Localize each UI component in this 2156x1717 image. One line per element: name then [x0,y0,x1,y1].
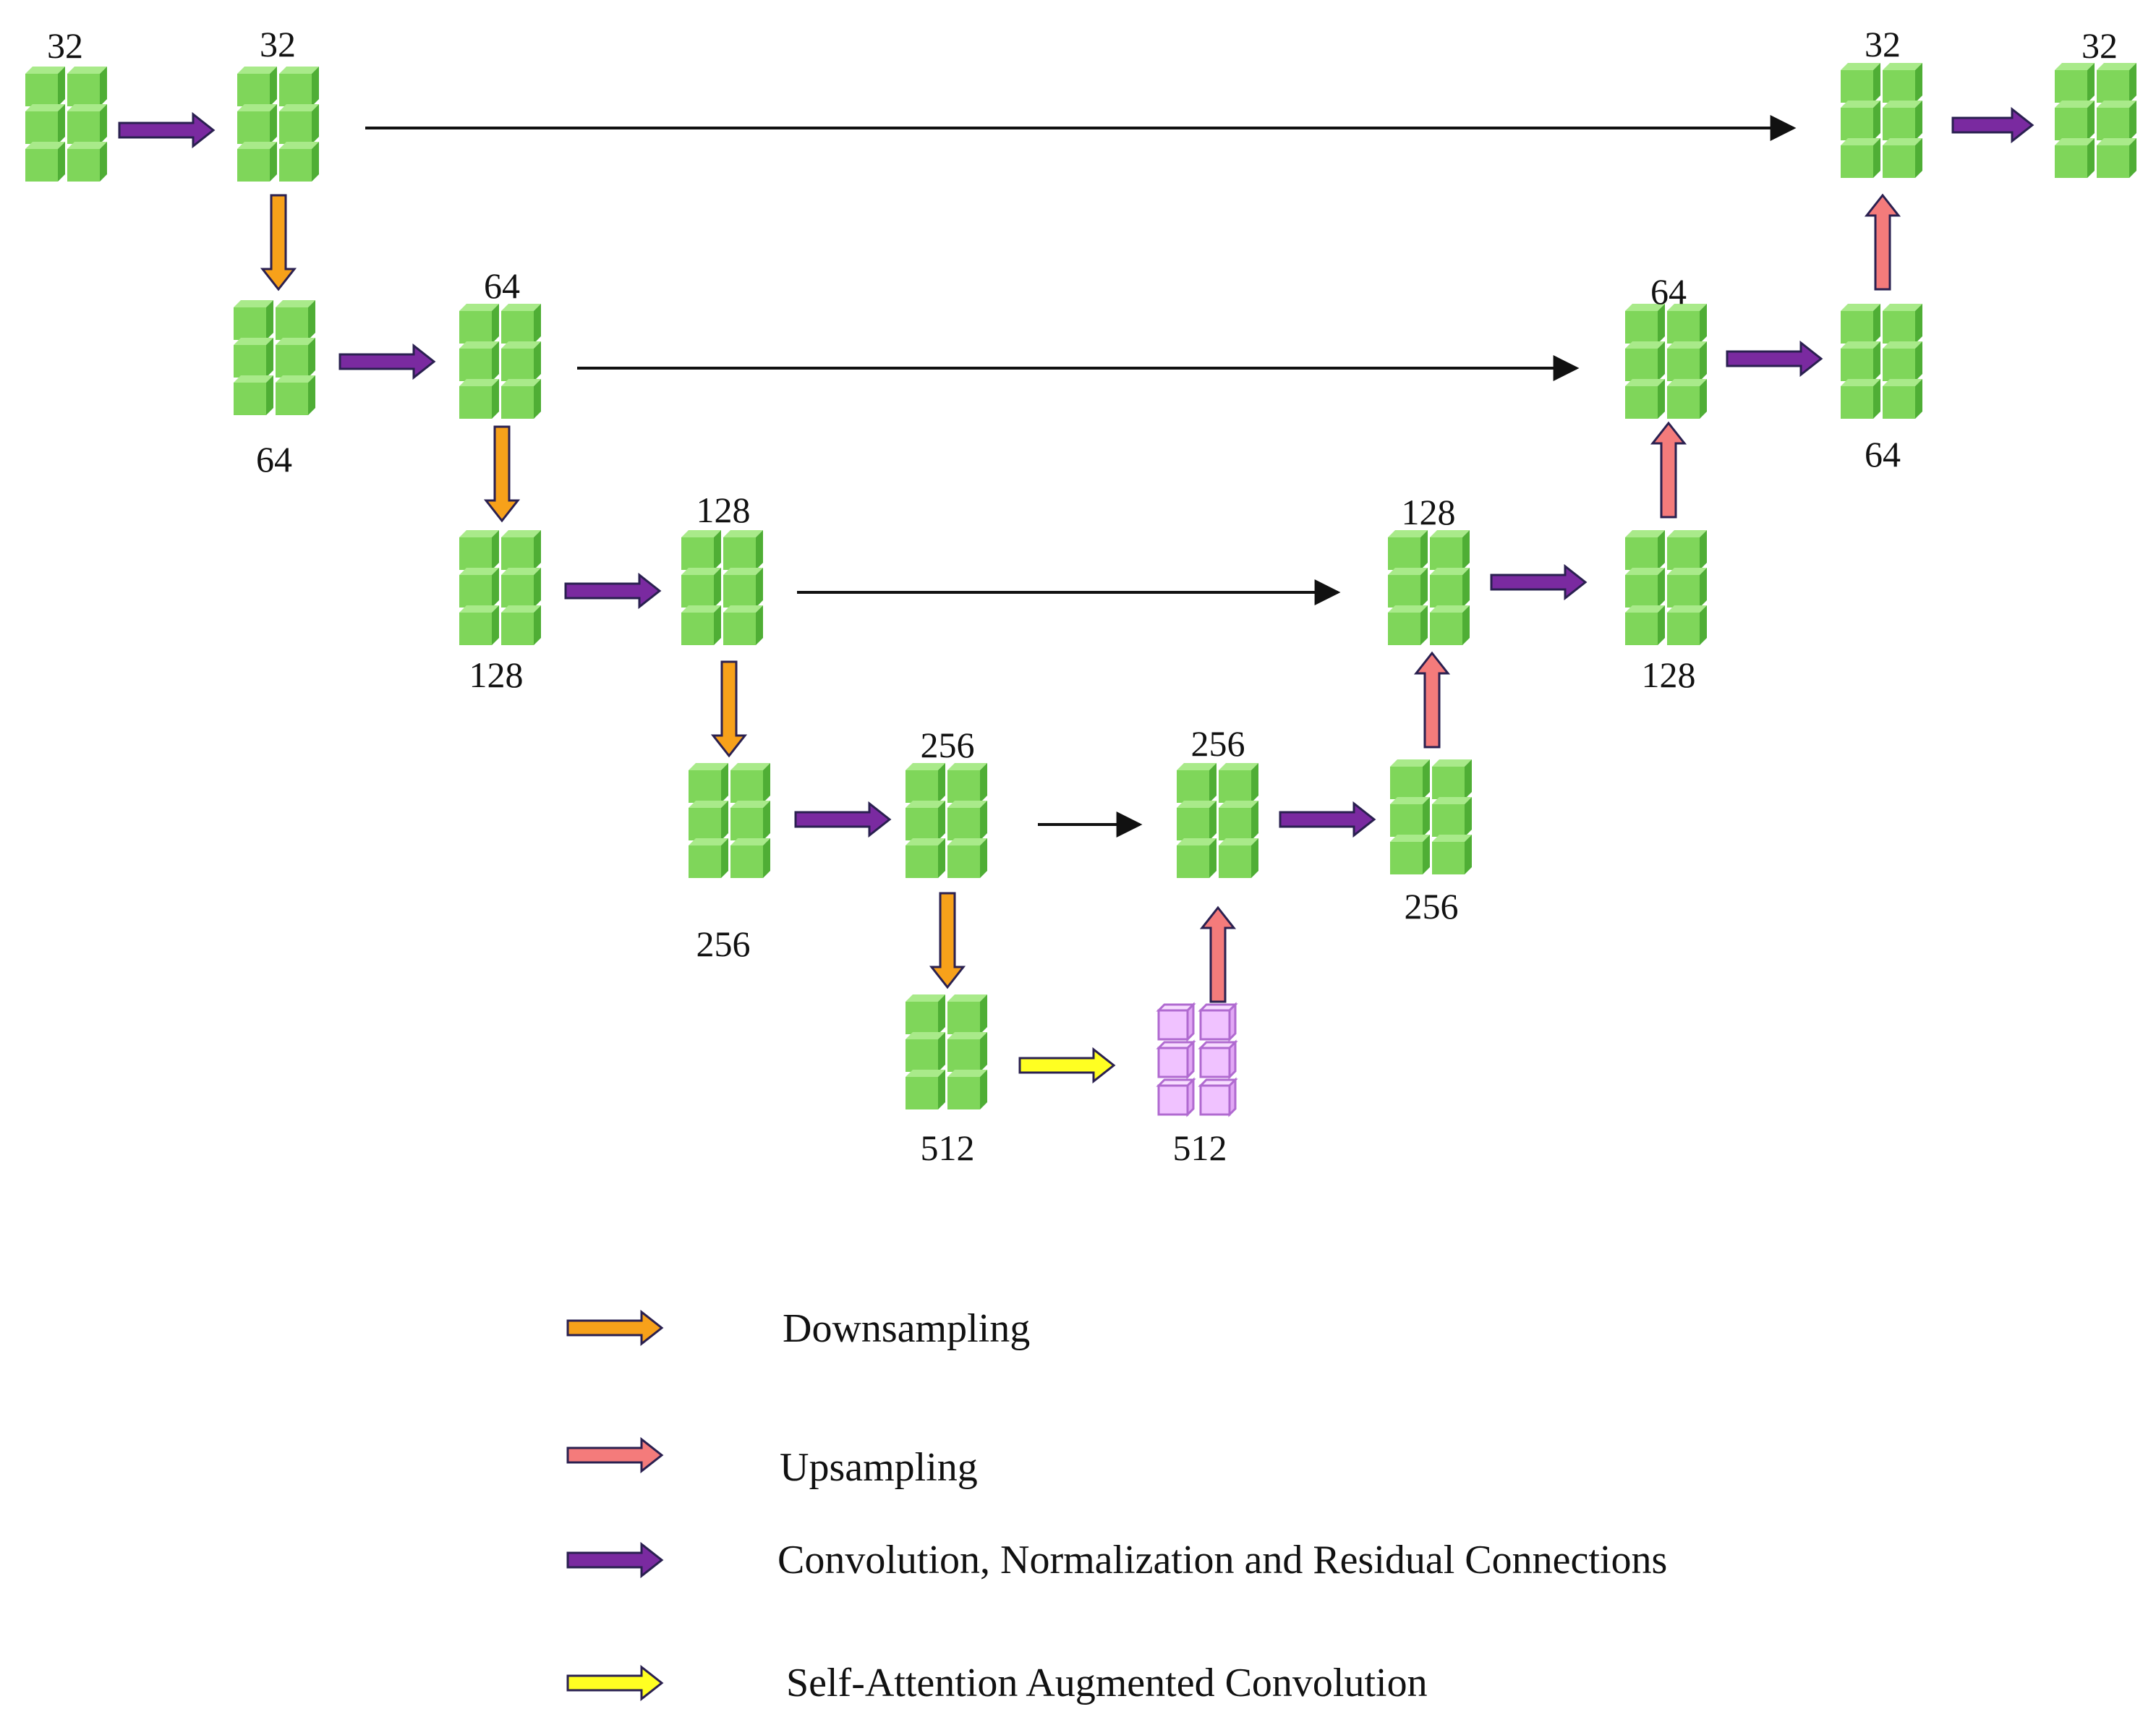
conv-arrow-dec4 [1279,801,1376,838]
label-output: 32 [2082,25,2118,66]
legend: Downsampling Upsampling Convolution, Nor… [566,1306,1667,1705]
feature-block-dec4-up [1177,763,1258,878]
conv-arrow-enc2 [338,343,436,380]
label-enc1-in: 32 [47,25,83,66]
label-enc3-conv: 128 [696,490,751,530]
block-labels: 32 32 64 64 128 128 256 256 512 512 256 … [47,24,2118,1168]
feature-block-enc2-conv [459,304,541,419]
feature-block-bottleneck-in [906,994,987,1109]
label-dec3-up: 128 [1402,492,1456,532]
legend-arrow-downsampling [566,1309,664,1347]
feature-block-enc4-conv [906,763,987,878]
feature-block-dec4-conv [1390,759,1472,874]
label-enc4-in: 256 [696,924,751,964]
label-bottleneck-attn: 512 [1173,1128,1227,1168]
conv-arrow-out [1951,106,2034,144]
label-enc3-in: 128 [469,655,524,695]
feature-block-enc4-in [689,763,770,878]
legend-label-convolution: Convolution, Normalization and Residual … [777,1538,1667,1582]
feature-block-bottleneck-attn [1156,1002,1238,1117]
feature-block-output [2055,63,2136,178]
label-enc1-conv: 32 [260,24,296,64]
feature-block-enc1-conv [237,67,319,182]
label-dec4-conv: 256 [1405,886,1459,926]
down-arrow-4 [929,892,966,989]
up-arrow-4 [1864,193,1901,291]
legend-label-downsampling: Downsampling [783,1306,1030,1351]
feature-block-dec2-conv [1841,304,1922,419]
legend-arrow-attention [566,1664,664,1702]
attention-arrow [1018,1047,1116,1084]
label-bottleneck-in: 512 [921,1128,975,1168]
conv-arrow-enc3 [564,572,662,610]
label-enc4-conv: 256 [921,725,975,765]
feature-block-enc3-in [459,530,541,645]
up-arrow-3 [1650,421,1687,519]
legend-label-upsampling: Upsampling [780,1445,978,1490]
label-dec3-conv: 128 [1642,655,1696,695]
feature-block-dec3-up [1388,530,1470,645]
feature-block-enc3-conv [681,530,763,645]
operation-arrows [118,106,2034,1084]
label-enc2-in: 64 [256,439,292,480]
legend-arrow-upsampling [566,1436,664,1474]
feature-block-dec1-up [1841,63,1922,178]
conv-arrow-dec2 [1726,340,1823,378]
conv-arrow-dec3 [1490,563,1588,601]
conv-arrow-enc4 [794,801,892,838]
label-dec2-conv: 64 [1865,434,1901,474]
label-dec1-up: 32 [1865,24,1901,64]
legend-label-attention: Self-Attention Augmented Convolution [786,1661,1428,1705]
feature-block-enc1-in [25,67,107,182]
down-arrow-1 [260,194,297,291]
feature-block-enc2-in [234,300,315,415]
feature-block-dec3-conv [1625,530,1707,645]
feature-blocks [25,63,2136,1117]
down-arrow-2 [483,425,521,523]
conv-arrow-enc1 [118,111,216,149]
feature-block-dec2-up [1625,304,1707,419]
legend-arrows [566,1309,664,1702]
skip-connections [365,115,1797,838]
label-enc2-conv: 64 [484,265,520,306]
label-dec4-up: 256 [1191,723,1245,764]
down-arrow-3 [710,660,748,758]
label-dec2-up: 64 [1650,271,1687,312]
legend-arrow-convolution [566,1541,664,1579]
up-arrow-2 [1413,651,1451,749]
up-arrow-1 [1199,906,1237,1003]
